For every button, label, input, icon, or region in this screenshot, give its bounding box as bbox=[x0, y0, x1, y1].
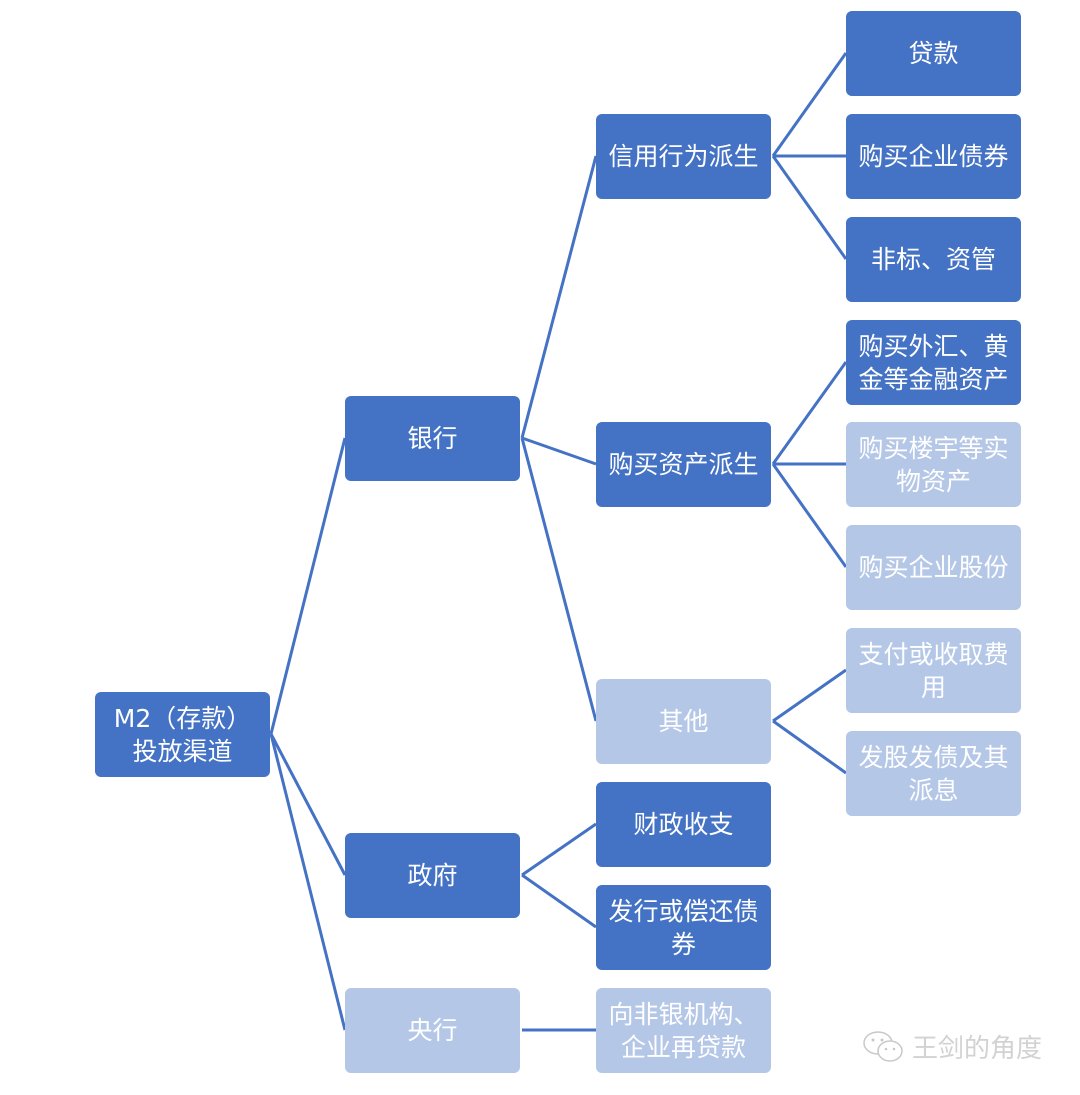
connector bbox=[771, 463, 848, 568]
node-bonds: 发行或偿还债券 bbox=[596, 885, 771, 970]
node-central-bank: 央行 bbox=[345, 988, 520, 1073]
node-corp-bonds: 购买企业债券 bbox=[846, 114, 1021, 199]
node-equity: 购买企业股份 bbox=[846, 525, 1021, 610]
node-root: M2（存款）投放渠道 bbox=[95, 692, 270, 777]
connector bbox=[520, 437, 598, 722]
connector bbox=[521, 436, 597, 466]
root-label-line1: M2（存款） bbox=[113, 703, 252, 733]
node-asset-purchase: 购买资产派生 bbox=[596, 422, 771, 507]
node-fx-gold: 购买外汇、黄金等金融资产 bbox=[846, 320, 1021, 405]
connector bbox=[520, 155, 598, 439]
root-label-line2: 投放渠道 bbox=[132, 736, 233, 766]
connector bbox=[772, 668, 847, 723]
node-nonstandard: 非标、资管 bbox=[846, 217, 1021, 302]
connector bbox=[772, 719, 847, 775]
connector bbox=[269, 437, 347, 735]
connector bbox=[269, 733, 347, 1031]
node-real-assets: 购买楼宇等实物资产 bbox=[846, 422, 1021, 507]
connector bbox=[269, 733, 347, 876]
wechat-icon bbox=[863, 1030, 903, 1062]
connector bbox=[771, 52, 848, 157]
node-government: 政府 bbox=[345, 833, 520, 918]
node-other: 其他 bbox=[596, 679, 771, 764]
node-fees: 支付或收取费用 bbox=[846, 628, 1021, 713]
watermark-text: 王剑的角度 bbox=[912, 1034, 1043, 1064]
watermark: 王剑的角度 bbox=[862, 1028, 1042, 1065]
connector bbox=[521, 873, 597, 929]
node-bank: 银行 bbox=[345, 396, 520, 481]
node-dividends: 发股发债及其派息 bbox=[846, 731, 1021, 816]
connector bbox=[521, 822, 597, 877]
node-relending: 向非银机构、企业再贷款 bbox=[596, 988, 771, 1073]
connector bbox=[771, 361, 848, 465]
connector bbox=[771, 155, 848, 260]
node-credit: 信用行为派生 bbox=[596, 114, 771, 199]
node-fiscal: 财政收支 bbox=[596, 782, 771, 867]
node-loans: 贷款 bbox=[846, 11, 1021, 96]
